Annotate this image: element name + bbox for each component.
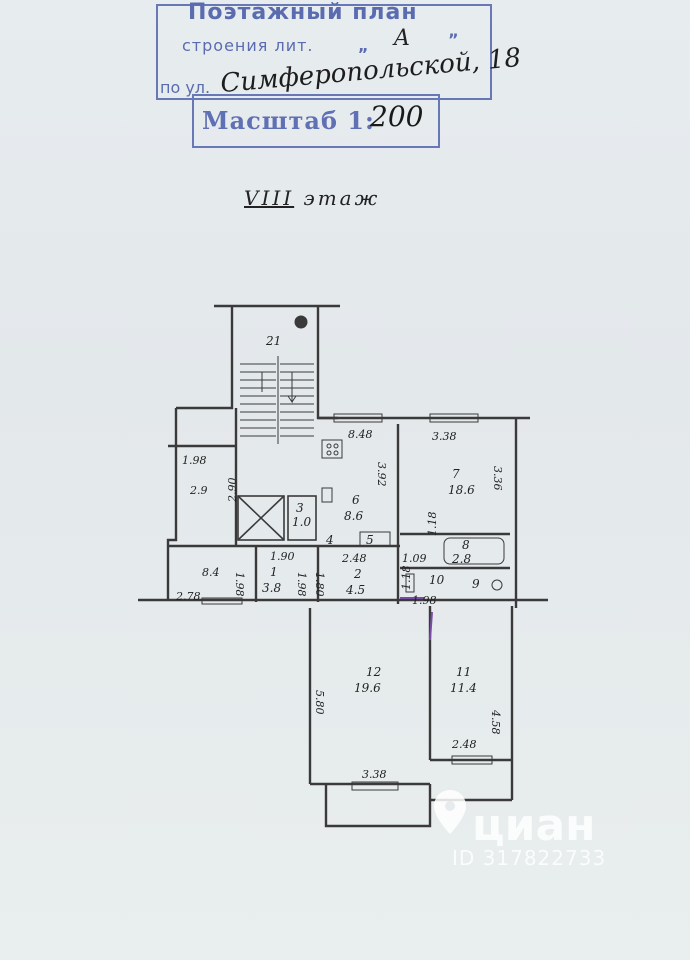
room-5-number: 5 bbox=[366, 533, 374, 547]
room-3-area: 1.0 bbox=[292, 515, 311, 529]
room-1-number: 1 bbox=[270, 565, 278, 579]
room-9-number: 9 bbox=[472, 577, 480, 591]
dim-1-80: 1.80 bbox=[313, 572, 326, 597]
room-3-number: 3 bbox=[296, 501, 304, 515]
dim-1-90: 1.90 bbox=[270, 550, 295, 563]
room-2-area: 4.5 bbox=[345, 583, 365, 597]
room-4-number: 4 bbox=[325, 533, 334, 547]
floor-word: этаж bbox=[303, 186, 381, 210]
room-2-number: 2 bbox=[353, 567, 362, 581]
elevator-shaft bbox=[237, 495, 317, 541]
floor-label: VIII этаж bbox=[244, 186, 380, 210]
walls bbox=[138, 304, 548, 828]
room-11-number: 11 bbox=[456, 665, 471, 679]
dim-1-98-a: 1.98 bbox=[233, 572, 246, 597]
room-8-number: 8 bbox=[462, 538, 470, 552]
room-7-number: 7 bbox=[452, 467, 460, 481]
stamp-quote-close: ” bbox=[448, 30, 459, 49]
dim-3-92: 3.92 bbox=[375, 462, 388, 487]
room-6-number: 6 bbox=[352, 493, 360, 507]
room-11-area: 11.4 bbox=[450, 681, 477, 695]
dim-2-48-mid: 2.48 bbox=[341, 552, 367, 565]
stamp-street-prefix: по ул. bbox=[160, 78, 211, 97]
dim-1-18: 1.18 bbox=[426, 512, 439, 537]
room-labels: 21 6 8.6 7 18.6 8 2.8 10 9 3 1.0 1 3.8 2… bbox=[262, 334, 480, 695]
dim-3-38-top: 3.38 bbox=[432, 430, 457, 443]
room-8-area: 2.8 bbox=[451, 552, 471, 566]
dim-2-9: 2.9 bbox=[189, 484, 208, 497]
scale-stamp: Масштаб 1: 200 bbox=[192, 94, 440, 148]
dim-2-78: 2.78 bbox=[175, 590, 201, 603]
dim-1-98-top-left: 1.98 bbox=[182, 454, 207, 467]
stamp-litera-handwritten: A bbox=[394, 26, 410, 51]
room-7-area: 18.6 bbox=[448, 483, 475, 497]
room-12-number: 12 bbox=[366, 665, 381, 679]
scale-printed-text: Масштаб 1: bbox=[202, 106, 375, 135]
dim-3-36: 3.36 bbox=[491, 466, 504, 491]
scale-handwritten-value: 200 bbox=[370, 100, 424, 133]
dimension-labels: 1.98 2.9 2.90 8.48 3.38 3.36 3.92 1.90 2… bbox=[175, 428, 504, 781]
dim-2-48-bottom: 2.48 bbox=[451, 738, 477, 751]
dim-8-48: 8.48 bbox=[348, 428, 373, 441]
dim-8-4: 8.4 bbox=[202, 566, 220, 579]
stamp-title: Поэтажный план bbox=[188, 0, 418, 25]
dim-5-80: 5.80 bbox=[313, 690, 326, 715]
room-1-area: 3.8 bbox=[262, 581, 281, 595]
staircase bbox=[240, 315, 314, 444]
windows bbox=[201, 413, 493, 791]
fixtures bbox=[321, 439, 505, 593]
dim-1-18-b: 1.18 bbox=[400, 566, 413, 591]
dim-2-90: 2.90 bbox=[226, 478, 239, 504]
stamp-quote-open: „ bbox=[358, 36, 369, 55]
watermark-id: ID 317822733 bbox=[452, 846, 607, 870]
dim-1-09: 1.09 bbox=[402, 552, 427, 565]
floor-number: VIII bbox=[244, 186, 295, 210]
room-10-number: 10 bbox=[429, 573, 445, 587]
dim-1-98-c: 1.98 bbox=[412, 594, 437, 607]
room-12-area: 19.6 bbox=[354, 681, 381, 695]
dim-3-38-bottom: 3.38 bbox=[362, 768, 387, 781]
room-21-number: 21 bbox=[265, 334, 281, 348]
violet-ink-marks bbox=[400, 597, 433, 641]
watermark-brand: циан bbox=[472, 800, 596, 851]
room-6-area: 8.6 bbox=[344, 509, 363, 523]
bti-stamp: Поэтажный план строения лит. „ A ” по ул… bbox=[156, 0, 522, 100]
dim-1-98-b: 1.98 bbox=[295, 572, 308, 597]
dim-4-58: 4.58 bbox=[489, 709, 502, 735]
stamp-building-line: строения лит. bbox=[182, 36, 314, 55]
